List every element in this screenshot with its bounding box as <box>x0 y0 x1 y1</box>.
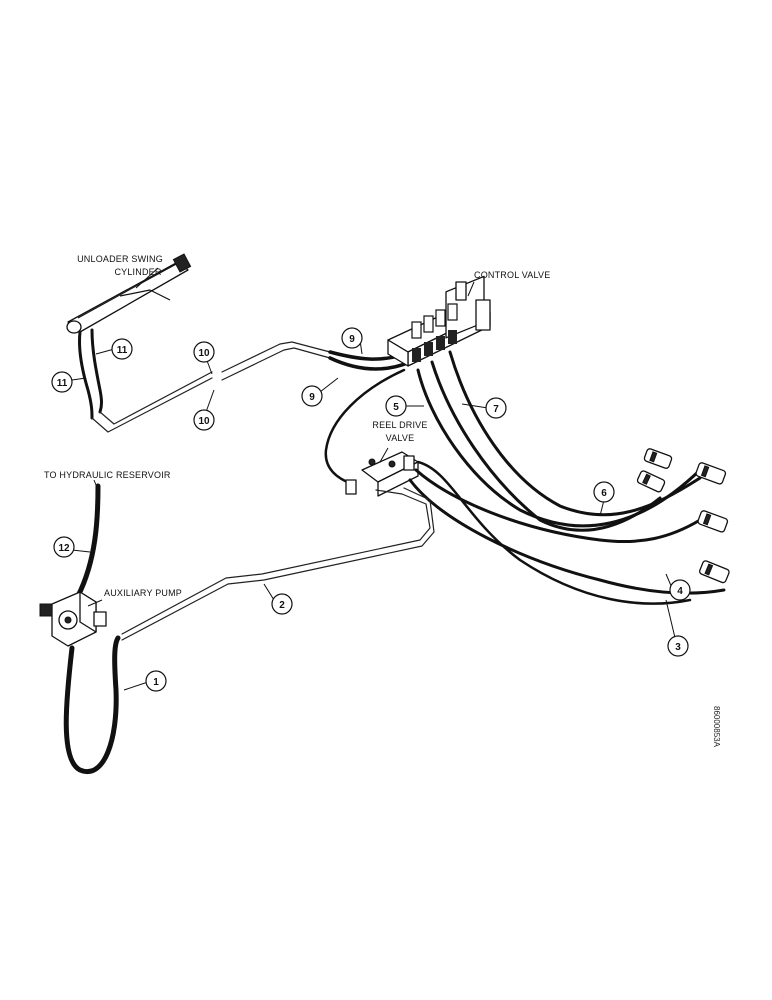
tube-2 <box>121 489 431 635</box>
svg-text:9: 9 <box>349 334 355 345</box>
svg-text:10: 10 <box>198 348 210 359</box>
hose-6 <box>430 360 662 532</box>
hose-7 <box>448 350 702 517</box>
callout-10-lower: 10 <box>193 409 215 431</box>
callout-12: 12 <box>53 536 75 558</box>
hose-reel-return <box>416 460 692 605</box>
control-valve <box>387 275 491 367</box>
callout-11-left: 11 <box>51 371 73 393</box>
reel-drive-label: REEL DRIVE VALVE <box>372 420 427 443</box>
callout-1: 1 <box>145 670 167 692</box>
hose-12 <box>75 483 101 599</box>
reel-drive-label-line1: REEL DRIVE <box>372 420 427 430</box>
control-valve-label: CONTROL VALVE <box>474 270 550 280</box>
callout-9-lower: 9 <box>301 385 323 407</box>
callout-9-upper: 9 <box>341 327 363 349</box>
callout-2: 2 <box>271 593 293 615</box>
svg-text:10: 10 <box>198 416 210 427</box>
reel-drive-valve <box>345 451 419 497</box>
svg-text:2: 2 <box>279 600 285 611</box>
unloader-swing-cylinder <box>66 253 192 334</box>
svg-text:4: 4 <box>677 586 683 597</box>
callout-6: 6 <box>593 481 615 503</box>
hose-1 <box>63 635 121 774</box>
svg-text:11: 11 <box>117 345 128 356</box>
reel-drive-label-line2: VALVE <box>386 433 415 443</box>
callout-11-right: 11 <box>111 338 133 360</box>
auxiliary-pump <box>39 591 107 647</box>
aux-pump-label: AUXILIARY PUMP <box>104 588 182 598</box>
figure-code: 86000853A <box>712 706 721 748</box>
reservoir-label: TO HYDRAULIC RESERVOIR <box>44 470 171 480</box>
hose-11 <box>78 328 103 420</box>
hose-valve-to-reel <box>324 368 406 486</box>
svg-text:5: 5 <box>393 402 399 413</box>
quick-coupler <box>636 448 730 584</box>
unloader-label-line1: UNLOADER SWING <box>77 254 163 264</box>
svg-text:12: 12 <box>58 543 70 554</box>
svg-text:11: 11 <box>57 378 68 389</box>
svg-text:6: 6 <box>601 488 607 499</box>
callout-4: 4 <box>669 579 691 601</box>
svg-text:3: 3 <box>675 642 681 653</box>
svg-text:1: 1 <box>153 677 159 688</box>
tube-10 <box>91 341 331 433</box>
callout-10-upper: 10 <box>193 341 215 363</box>
callout-5: 5 <box>385 395 407 417</box>
callout-3: 3 <box>667 635 689 657</box>
callout-7: 7 <box>485 397 507 419</box>
svg-text:7: 7 <box>493 404 499 415</box>
unloader-label: UNLOADER SWING CYLINDER <box>77 254 163 277</box>
callouts: 1 2 3 4 5 6 7 9 9 10 10 11 11 12 <box>51 327 691 692</box>
svg-text:9: 9 <box>309 392 315 403</box>
unloader-label-line2: CYLINDER <box>114 267 161 277</box>
hose-4 <box>414 468 702 544</box>
